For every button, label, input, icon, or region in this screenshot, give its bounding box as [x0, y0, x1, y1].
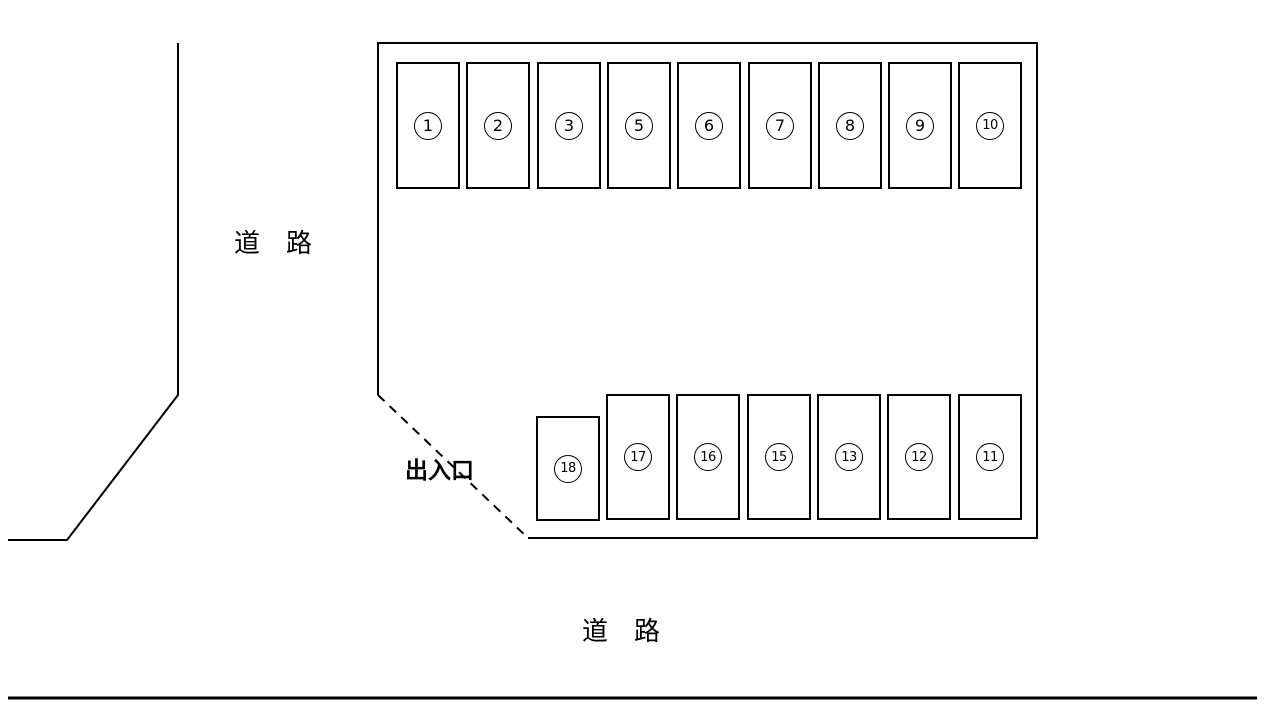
road-label-bottom: 道 路 [582, 617, 661, 647]
parking-space-13: 13 [817, 394, 881, 520]
road-label-left: 道 路 [234, 229, 313, 259]
space-number-circle-5: 5 [625, 111, 653, 140]
left-road-edge-line [8, 43, 179, 541]
parking-space-18: 18 [536, 416, 600, 521]
parking-space-8: 8 [818, 62, 882, 189]
space-number-circle-6: 6 [695, 111, 723, 140]
space-number-circle-1: 1 [414, 111, 442, 140]
space-number-circle-15: 15 [765, 443, 793, 471]
space-number-circle-3: 3 [555, 111, 583, 140]
parking-space-16: 16 [676, 394, 740, 520]
parking-space-15: 15 [747, 394, 811, 520]
space-number-circle-2: 2 [484, 111, 512, 140]
parking-space-1: 1 [396, 62, 460, 189]
space-number-circle-16: 16 [694, 443, 722, 471]
space-number-circle-7: 7 [766, 111, 794, 140]
space-number-circle-13: 13 [835, 443, 863, 471]
space-number-circle-11: 11 [976, 443, 1004, 471]
parking-space-2: 2 [466, 62, 530, 189]
parking-space-12: 12 [887, 394, 951, 520]
space-number-circle-9: 9 [906, 111, 934, 140]
space-number-circle-18: 18 [554, 454, 582, 483]
parking-space-6: 6 [677, 62, 741, 189]
entrance-dashed-line [377, 394, 529, 539]
entrance-exit-label: 出入口 [405, 458, 474, 484]
space-number-circle-17: 17 [624, 443, 652, 471]
parking-space-10: 10 [958, 62, 1022, 189]
lot-boundary-line [377, 42, 1038, 539]
space-number-circle-8: 8 [836, 111, 864, 140]
parking-space-5: 5 [607, 62, 671, 189]
space-number-circle-12: 12 [905, 443, 933, 471]
parking-space-9: 9 [888, 62, 952, 189]
parking-space-17: 17 [606, 394, 670, 520]
parking-space-7: 7 [748, 62, 812, 189]
space-number-circle-10: 10 [976, 111, 1004, 140]
parking-space-3: 3 [537, 62, 601, 189]
parking-space-11: 11 [958, 394, 1022, 520]
